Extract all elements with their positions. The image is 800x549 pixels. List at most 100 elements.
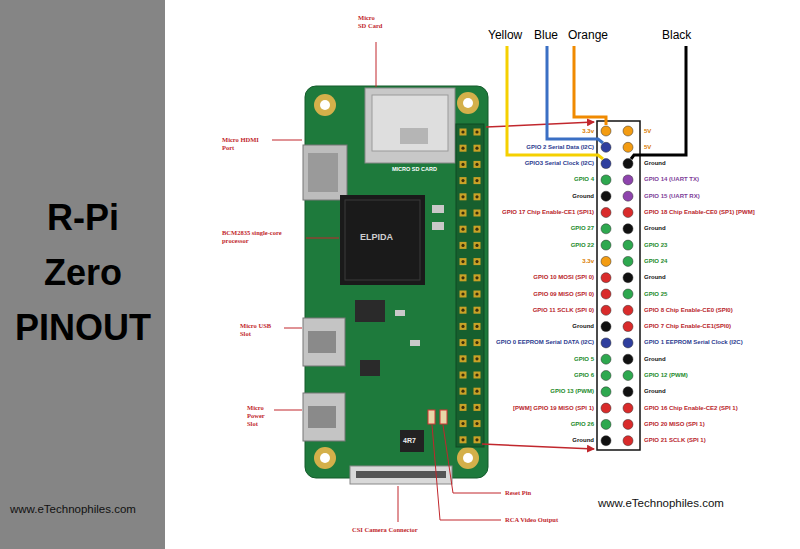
pin-label: GPIO 17 Chip Enable-CE1 (SPI1) xyxy=(502,208,594,217)
header-hole xyxy=(461,163,464,166)
pin-label: GPIO 27 xyxy=(571,224,594,233)
header-hole xyxy=(475,276,478,279)
pin-label: GPIO 26 xyxy=(571,420,594,429)
header-hole xyxy=(461,260,464,263)
header-pad xyxy=(474,274,481,281)
pin-label: Ground xyxy=(644,355,666,364)
header-pad xyxy=(474,355,481,362)
pin-label: 3.3v xyxy=(582,127,594,136)
header-pad xyxy=(474,210,481,217)
header-hole xyxy=(475,309,478,312)
header-hole xyxy=(475,260,478,263)
header-hole xyxy=(461,211,464,214)
smd-part xyxy=(432,205,444,213)
header-hole xyxy=(475,438,478,441)
header-hole xyxy=(475,325,478,328)
pin-label: GPIO 12 (PWM) xyxy=(644,371,688,380)
smd-chip xyxy=(360,360,380,376)
gpio-pin xyxy=(623,436,633,446)
gpio-pin xyxy=(601,419,611,429)
gpio-pin xyxy=(601,159,611,169)
gpio-pin xyxy=(623,371,633,381)
part-label: CSI Camera Connector xyxy=(352,526,418,534)
pin-label: Ground xyxy=(572,436,594,445)
gpio-pin xyxy=(623,387,633,397)
header-hole xyxy=(475,406,478,409)
gpio-pin xyxy=(623,159,633,169)
pin-label: 5V xyxy=(644,127,651,136)
gpio-pin xyxy=(623,354,633,364)
header-pad xyxy=(474,291,481,298)
pin-label: GPIO 23 xyxy=(644,241,667,250)
processor-chip xyxy=(340,195,425,285)
mounting-hole-center xyxy=(320,100,330,110)
header-hole xyxy=(475,390,478,393)
sd-slot-inner xyxy=(372,95,448,151)
gpio-pin xyxy=(601,256,611,266)
header-pad xyxy=(474,145,481,152)
gpio-pin xyxy=(623,403,633,413)
header-hole xyxy=(475,422,478,425)
pin-label: GPIO 6 xyxy=(574,371,594,380)
header-pad xyxy=(460,274,467,281)
wire-color-label: Black xyxy=(662,28,691,42)
wire-color-label: Blue xyxy=(534,28,558,42)
rca-pad xyxy=(428,410,435,424)
pin-label: Ground xyxy=(572,322,594,331)
header-pad xyxy=(474,129,481,136)
header-hole xyxy=(461,228,464,231)
smd-part xyxy=(395,310,405,316)
leader-line xyxy=(284,328,302,329)
header-pad xyxy=(460,226,467,233)
header-hole xyxy=(475,373,478,376)
mounting-hole xyxy=(457,447,479,469)
pin-label: 3.3v xyxy=(582,257,594,266)
header-pad xyxy=(474,161,481,168)
mounting-hole-center xyxy=(463,98,473,108)
header-pad xyxy=(460,323,467,330)
header-hole xyxy=(475,357,478,360)
header-hole xyxy=(475,163,478,166)
header-pad xyxy=(460,307,467,314)
pin-label: GPIO 5 xyxy=(574,355,594,364)
header-pad xyxy=(474,177,481,184)
header-pad xyxy=(474,388,481,395)
header-pad xyxy=(460,210,467,217)
sd-slot xyxy=(365,88,455,163)
yellow-wire xyxy=(507,46,603,159)
header-hole xyxy=(461,357,464,360)
part-label: BCM2835 single-core processor xyxy=(222,229,302,245)
header-pad xyxy=(460,436,467,443)
pin-label: GPIO 8 Chip Enable-CE0 (SPI0) xyxy=(644,306,733,315)
gpio-pin xyxy=(601,338,611,348)
header-hole xyxy=(475,292,478,295)
header-hole xyxy=(475,195,478,198)
gpio-pin xyxy=(601,240,611,250)
gpio-pin xyxy=(623,240,633,250)
mounting-hole xyxy=(457,92,479,114)
gpio-pin xyxy=(601,305,611,315)
header-pad xyxy=(474,226,481,233)
pin-label: GPIO 10 MOSI (SPI 0) xyxy=(533,273,594,282)
leader-line xyxy=(398,486,399,522)
header-pad xyxy=(474,372,481,379)
header-pad xyxy=(474,193,481,200)
gpio-pin xyxy=(623,126,633,136)
mounting-hole-center xyxy=(320,453,330,463)
header-hole xyxy=(475,130,478,133)
leader-line xyxy=(306,238,339,239)
gpio-pin xyxy=(623,289,633,299)
header-hole xyxy=(461,147,464,150)
pin-label: GPIO 16 Chip Enable-CE2 (SPI 1) xyxy=(644,404,738,413)
pin-label: GPIO 21 SCLK (SPI 1) xyxy=(644,436,706,445)
header-pad xyxy=(474,242,481,249)
leader-line xyxy=(443,425,501,493)
camera-connector-slot xyxy=(356,471,446,478)
header-pad xyxy=(460,145,467,152)
mounting-hole xyxy=(314,447,336,469)
header-pad xyxy=(460,291,467,298)
header-pad xyxy=(474,404,481,411)
pin-label: GPIO 0 EEPROM Serial DATA (I2C) xyxy=(496,338,594,347)
pin-label: 5V xyxy=(644,143,651,152)
header-pad xyxy=(474,323,481,330)
